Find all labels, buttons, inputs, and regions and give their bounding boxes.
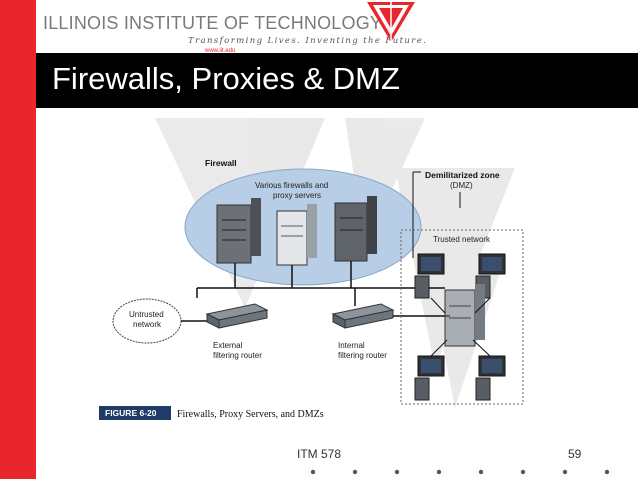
slide-title: Firewalls, Proxies & DMZ <box>52 61 400 96</box>
figure-caption: Firewalls, Proxy Servers, and DMZs <box>177 409 324 420</box>
page-number: 59 <box>568 447 582 461</box>
institution-tagline: Transforming Lives. Inventing the Future… <box>188 36 428 46</box>
untrusted-label-line2: network <box>133 320 162 329</box>
trusted-pc-3 <box>414 355 445 401</box>
trusted-server <box>444 284 485 347</box>
figure-tag-text: FIGURE 6-20 <box>105 408 157 418</box>
iit-logo-icon <box>367 2 415 42</box>
trusted-pc-4 <box>475 355 506 401</box>
firewall-server-2 <box>276 204 317 266</box>
footer-dots <box>310 469 610 475</box>
dmz-label-line2: (DMZ) <box>450 181 473 190</box>
trusted-network-zone <box>400 229 524 405</box>
dmz-label-line1: Demilitarized zone <box>425 170 500 180</box>
internal-router-icon <box>331 303 395 329</box>
external-router-label-line2: filtering router <box>213 351 262 360</box>
proxy-label-line2: proxy servers <box>273 191 321 200</box>
internal-router-label-line2: filtering router <box>338 351 387 360</box>
trusted-pc-1 <box>414 253 445 299</box>
untrusted-network-cloud: Untrusted network <box>112 298 182 344</box>
network-diagram: Firewall Various firewalls and proxy ser… <box>99 118 524 420</box>
firewall-label: Firewall <box>205 158 237 168</box>
institution-name: ILLINOIS INSTITUTE OF TECHNOLOGY <box>43 13 383 33</box>
left-red-bar <box>0 0 36 479</box>
proxy-label-line1: Various firewalls and <box>255 181 328 190</box>
title-bar <box>36 53 638 108</box>
trusted-network-label: Trusted network <box>433 235 491 244</box>
footer-course: ITM 578 <box>297 447 342 461</box>
internal-router-label-line1: Internal <box>338 341 365 350</box>
institution-weblink[interactable]: www.iit.edu <box>205 48 236 54</box>
firewall-server-1 <box>216 198 261 264</box>
external-router-label-line1: External <box>213 341 243 350</box>
external-router-icon <box>205 303 269 329</box>
figure-tag <box>99 406 171 420</box>
firewall-server-3 <box>334 196 377 262</box>
untrusted-label-line1: Untrusted <box>129 310 164 319</box>
